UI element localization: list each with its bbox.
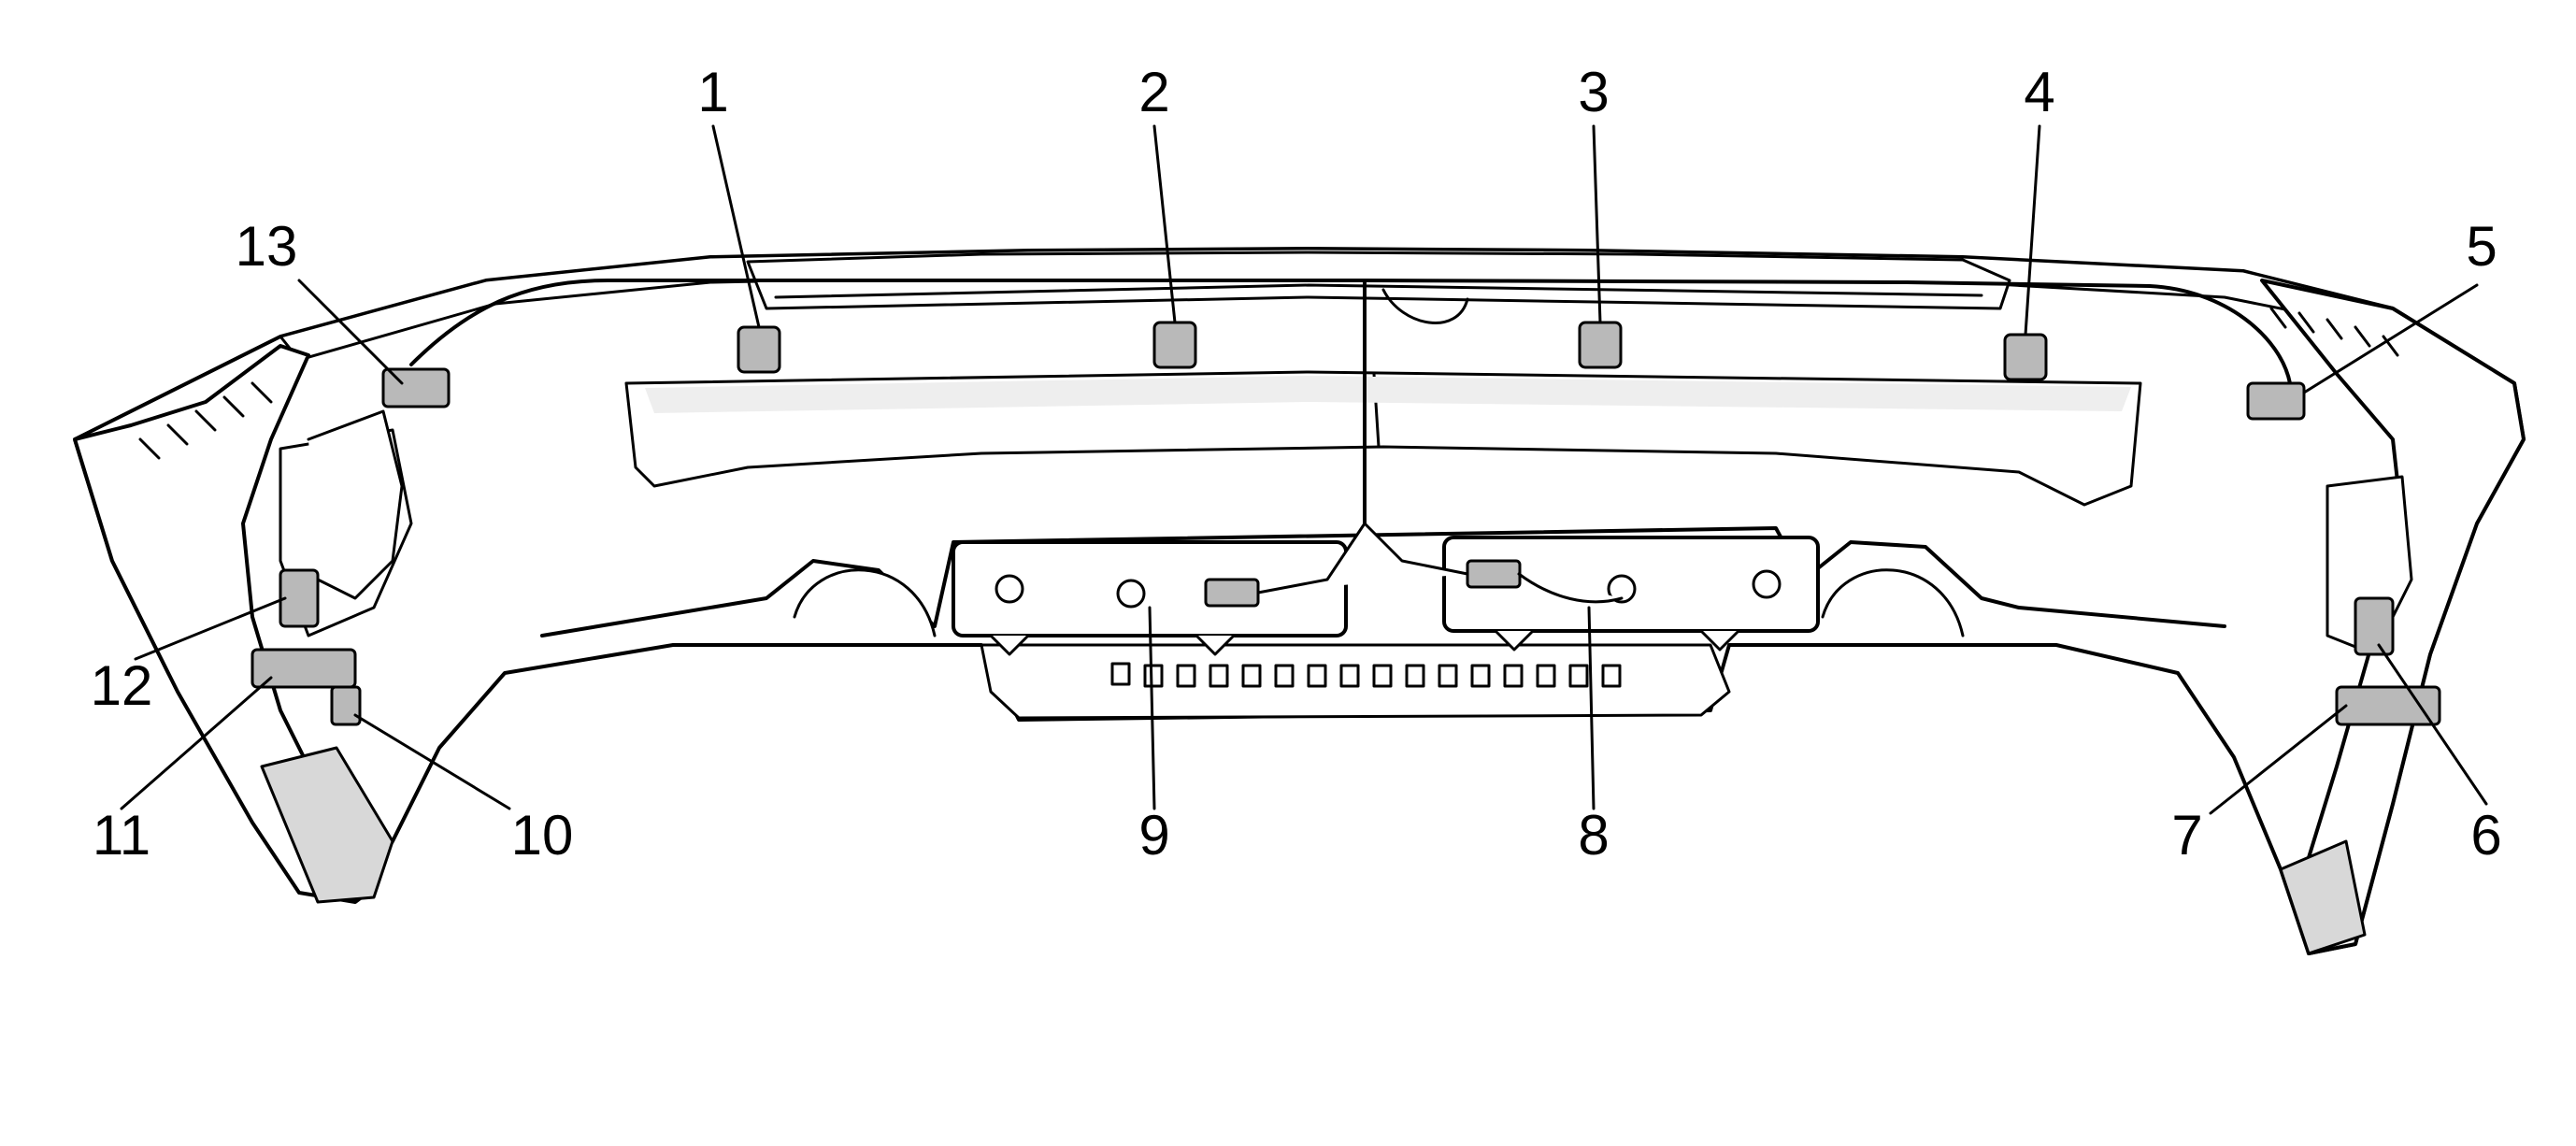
lower-fascia-edge: [540, 526, 2226, 637]
slot: [1110, 662, 1131, 686]
harness-wire-center: [746, 279, 1909, 284]
callout-7: 7: [2171, 804, 2202, 867]
slot: [1568, 664, 1589, 688]
top-rail-edge: [774, 283, 1983, 299]
leader-5: [2302, 283, 2479, 394]
slot: [1209, 664, 1229, 688]
callout-9: 9: [1138, 804, 1169, 867]
slot: [1536, 664, 1556, 688]
valance-slots: [1110, 662, 1622, 688]
left-wheel-arch: [793, 568, 937, 637]
right-end-foot: [2279, 839, 2367, 955]
park-sensor-4: [2003, 333, 2048, 381]
connector-5: [2246, 381, 2306, 421]
sensor-7: [2335, 685, 2441, 726]
leader-2: [1152, 124, 1177, 324]
slot: [1241, 664, 1262, 688]
callout-2: 2: [1138, 61, 1169, 123]
slot: [1143, 664, 1164, 688]
leader-13: [297, 279, 404, 385]
leader-10: [353, 713, 511, 810]
slot: [1601, 664, 1622, 688]
callout-13: 13: [236, 215, 298, 278]
leader-lines: [120, 124, 2488, 815]
park-sensor-2: [1152, 321, 1197, 369]
slot: [1405, 664, 1425, 688]
callout-1: 1: [697, 61, 728, 123]
left-bracket: [307, 409, 404, 600]
upper-harness: [409, 279, 2292, 525]
harness-loop: [1381, 288, 1469, 324]
module-mounts: [989, 629, 1740, 656]
center-panel-shade: [645, 376, 2131, 413]
slot: [1339, 664, 1360, 688]
right-wheel-arch: [1821, 568, 1965, 637]
park-sensor-3: [1578, 321, 1623, 369]
callout-8: 8: [1578, 804, 1609, 867]
module-9-connector: [1204, 578, 1260, 608]
slot: [1307, 664, 1327, 688]
callout-3: 3: [1578, 61, 1609, 123]
slot: [1438, 664, 1458, 688]
leader-4: [2024, 124, 2041, 337]
center-modules: [952, 522, 1820, 656]
module-8-fastener: [1752, 569, 1782, 599]
harness-wire-left: [409, 279, 750, 366]
sensor-6: [2354, 596, 2395, 656]
connector-13: [381, 367, 451, 408]
callout-12: 12: [91, 654, 153, 717]
callout-6: 6: [2470, 804, 2501, 867]
side-components: [250, 367, 2441, 726]
module-8-connector: [1466, 559, 1522, 589]
connector-12: [279, 568, 320, 628]
right-end-ribs: [2269, 307, 2399, 357]
leader-6: [2377, 643, 2488, 806]
slot: [1176, 664, 1196, 688]
leader-8: [1587, 606, 1596, 810]
leader-9: [1148, 606, 1156, 810]
callout-5: 5: [2466, 215, 2497, 278]
left-end-foot: [260, 746, 394, 904]
leader-11: [120, 676, 273, 810]
leader-12: [134, 596, 287, 661]
park-sensor-1: [737, 325, 781, 374]
slot: [1503, 664, 1524, 688]
left-end-ribs: [138, 381, 273, 460]
slot: [1470, 664, 1491, 688]
connector-10: [330, 685, 362, 726]
module-wires: [1256, 522, 1624, 604]
slot: [1274, 664, 1295, 688]
sensors: [737, 321, 2048, 381]
leader-1: [711, 124, 761, 329]
leader-3: [1592, 124, 1602, 324]
callout-10: 10: [511, 804, 574, 867]
callout-4: 4: [2024, 61, 2054, 123]
sensor-11: [250, 648, 357, 689]
harness-wire-right: [1905, 280, 2292, 385]
callout-labels: 1 2 3 4 5 6 7 8 9 10 11 12 13: [91, 61, 2502, 867]
module-8-fastener: [1607, 574, 1637, 604]
module-9-fastener: [995, 574, 1024, 604]
leader-7: [2209, 704, 2348, 815]
callout-11: 11: [93, 804, 150, 867]
slot: [1372, 664, 1393, 688]
module-9-fastener: [1116, 579, 1146, 609]
